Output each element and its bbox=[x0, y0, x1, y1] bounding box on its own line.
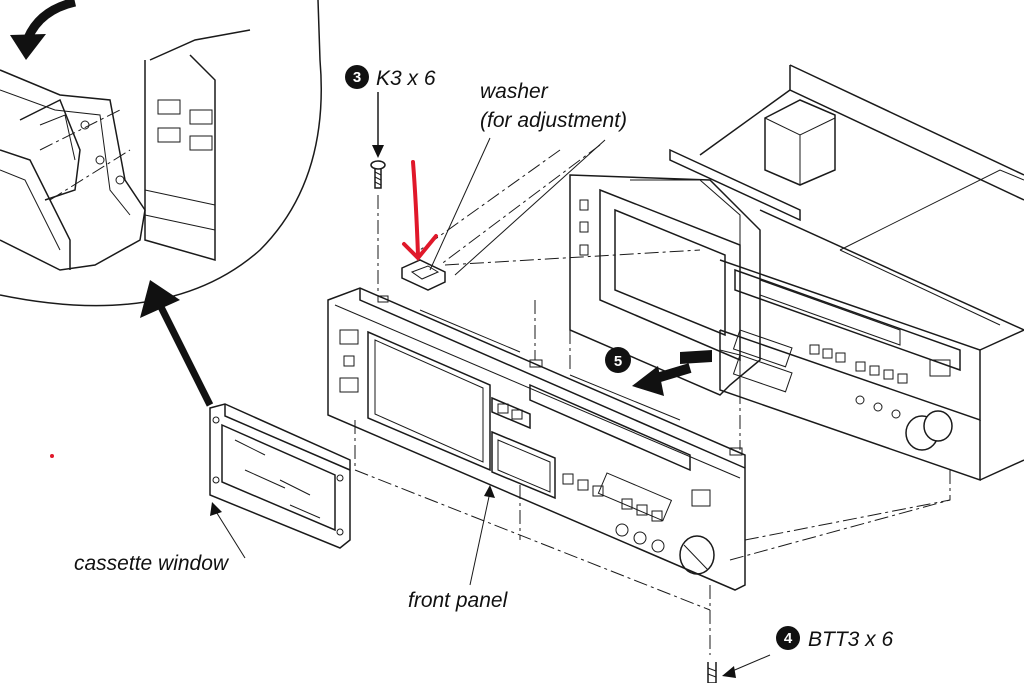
step5-pull-arrow-icon bbox=[632, 350, 712, 396]
chassis bbox=[569, 64, 1024, 482]
top-screw-icon bbox=[370, 92, 386, 189]
step4-label: 4 BTT3 x 6 bbox=[776, 626, 894, 651]
step5-badge bbox=[605, 347, 631, 373]
cassette-window-label: cassette window bbox=[74, 552, 230, 575]
front-panel bbox=[327, 287, 746, 591]
chassis-buttons bbox=[809, 344, 951, 419]
bottom-screw-icon bbox=[707, 662, 717, 683]
red-arrow-annotation-icon bbox=[50, 160, 438, 458]
step5-label: 5 bbox=[605, 347, 631, 373]
rotate-arrow-icon bbox=[23, 0, 77, 40]
washer-part bbox=[401, 259, 446, 291]
volume-knob bbox=[905, 410, 953, 451]
step4-text: BTT3 x 6 bbox=[808, 628, 894, 651]
detail-inset bbox=[0, 0, 322, 307]
washer-label-line2: (for adjustment) bbox=[480, 109, 627, 132]
step3-number: 3 bbox=[353, 69, 361, 86]
assembly-guide-lines bbox=[354, 144, 951, 655]
step4-number: 4 bbox=[784, 630, 793, 647]
step4-badge bbox=[776, 626, 800, 650]
step5-number: 5 bbox=[614, 353, 622, 370]
step3-badge bbox=[345, 65, 369, 89]
front-panel-label: front panel bbox=[408, 589, 509, 612]
inset-pointer-arrow-icon bbox=[140, 280, 214, 407]
cassette-window-part bbox=[209, 403, 351, 549]
step3-label: 3 K3 x 6 bbox=[345, 65, 436, 90]
step3-text: K3 x 6 bbox=[376, 67, 436, 90]
washer-label-line1: washer bbox=[480, 80, 549, 103]
